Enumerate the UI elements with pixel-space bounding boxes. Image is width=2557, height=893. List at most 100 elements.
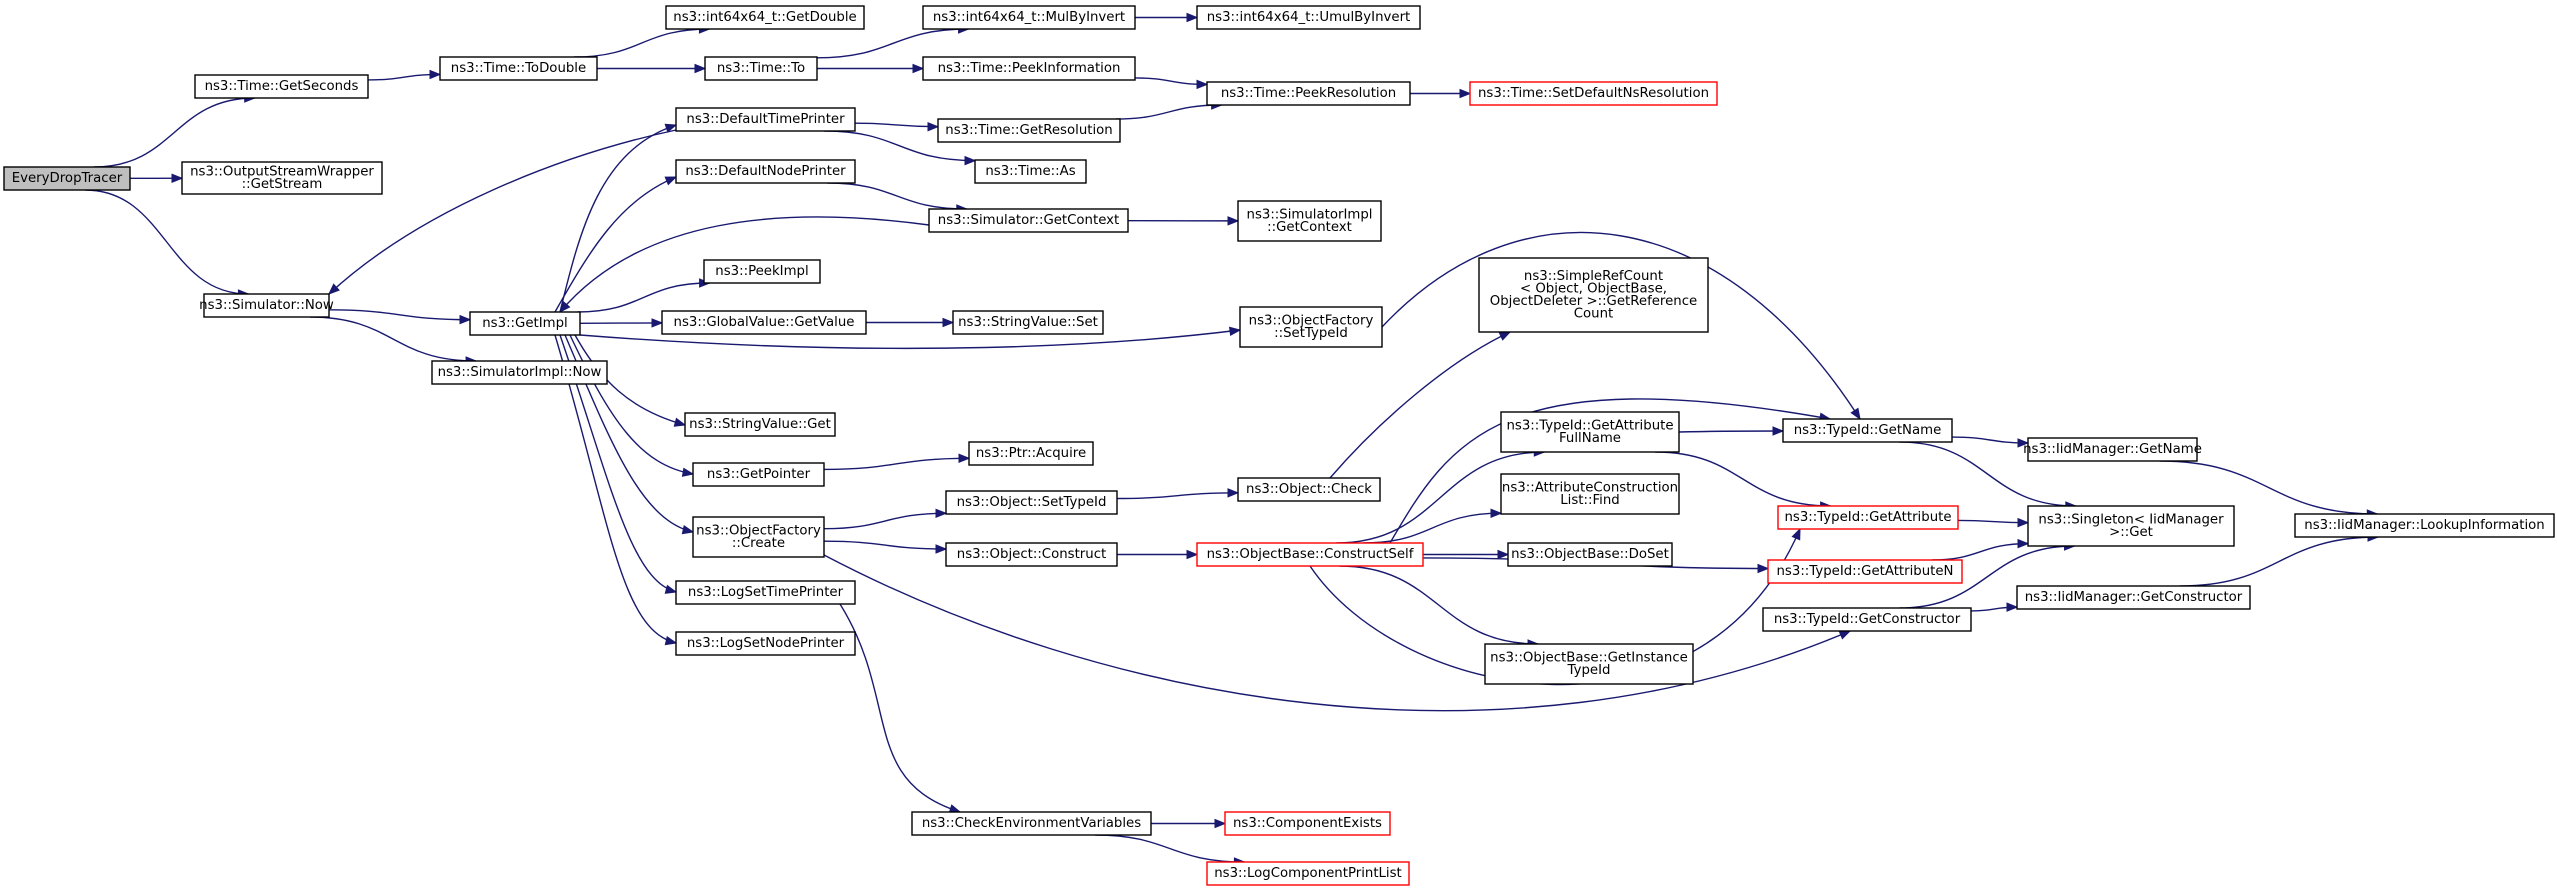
edge-line (1655, 451, 1831, 507)
node-ns3-time-todouble[interactable]: ns3::Time::ToDouble (439, 56, 598, 81)
node-ns3-objectfactory-settypeid[interactable]: ns3::ObjectFactory::SetTypeId (1239, 306, 1383, 348)
call-edge-n4-n5 (574, 24, 711, 58)
node-ns3-time-peekinformation[interactable]: ns3::Time::PeekInformation (922, 56, 1136, 81)
node-ns3-int64x64-t-getdouble[interactable]: ns3::int64x64_t::GetDouble (665, 5, 865, 30)
edge-arrowhead (1791, 527, 1801, 541)
node-ns3-typeid-getconstructor[interactable]: ns3::TypeId::GetConstructor (1762, 607, 1972, 632)
node-box (922, 5, 1136, 30)
call-edge-n30-n28 (823, 508, 948, 530)
node-ns3-simulator-now[interactable]: ns3::Simulator::Now (199, 293, 334, 318)
node-ns3-time-as[interactable]: ns3::Time::As (974, 159, 1087, 184)
node-ns3-ptr-acquire[interactable]: ns3::Ptr::Acquire (968, 441, 1094, 466)
node-box (1196, 5, 1421, 30)
node-ns3-object-settypeid[interactable]: ns3::Object::SetTypeId (945, 490, 1118, 515)
node-ns3-time-getresolution[interactable]: ns3::Time::GetResolution (937, 118, 1121, 143)
node-label: ns3::ComponentExists (1233, 816, 1382, 831)
call-edge-n37-n38 (1957, 517, 2030, 528)
call-edge-n12-n14 (559, 123, 678, 313)
node-ns3-defaulttimeprinter[interactable]: ns3::DefaultTimePrinter (675, 107, 856, 132)
edge-line (827, 182, 967, 210)
node-label: ns3::SimulatorImpl (1247, 207, 1373, 222)
call-edge-n12-n23 (579, 326, 1242, 350)
edge-arrowhead (964, 155, 977, 166)
node-label: ns3::StringValue::Set (958, 315, 1098, 330)
node-label: ns3::TypeId::GetAttributeN (1777, 564, 1954, 579)
node-label: ns3::Time::GetResolution (945, 123, 1112, 138)
node-ns3-outputstreamwrapper-getstream[interactable]: ns3::OutputStreamWrapper::GetStream (181, 161, 383, 195)
node-label: ns3::GetPointer (707, 467, 811, 482)
node-ns3-defaultnodeprinter[interactable]: ns3::DefaultNodePrinter (675, 159, 856, 184)
node-label: ns3::OutputStreamWrapper (190, 164, 374, 179)
node-ns3-iidmanager-getname[interactable]: ns3::IidManager::GetName (2023, 437, 2202, 462)
edge-arrowhead (1214, 818, 1227, 829)
node-ns3-object-check[interactable]: ns3::Object::Check (1237, 477, 1381, 502)
node-label: ::Create (732, 536, 785, 551)
node-ns3-simulator-getcontext[interactable]: ns3::Simulator::GetContext (928, 208, 1129, 233)
node-label: ns3::ObjectFactory (696, 523, 821, 538)
edge-line (93, 97, 255, 168)
node-ns3-typeid-getattributen[interactable]: ns3::TypeId::GetAttributeN (1767, 559, 1963, 584)
node-label: ns3::TypeId::GetAttribute (1784, 510, 1951, 525)
node-ns3-singleton-iidmanager-get[interactable]: ns3::Singleton< IidManager>::Get (2027, 505, 2235, 547)
node-label: ns3::TypeId::GetConstructor (1774, 612, 1961, 627)
node-ns3-simplerefcount-object-objectbase-objectdeleter-getreferencecount[interactable]: ns3::SimpleRefCount< Object, ObjectBase,… (1478, 257, 1709, 333)
node-ns3-checkenvironmentvariables[interactable]: ns3::CheckEnvironmentVariables (911, 811, 1152, 836)
node-ns3-componentexists[interactable]: ns3::ComponentExists (1224, 811, 1391, 836)
call-edge-n14-n3 (328, 129, 677, 295)
node-everydroptracer[interactable]: EveryDropTracer (3, 166, 131, 191)
node-ns3-getpointer[interactable]: ns3::GetPointer (692, 462, 825, 487)
edge-line (577, 282, 710, 313)
node-ns3-object-construct[interactable]: ns3::Object::Construct (945, 542, 1118, 567)
node-label: ns3::StringValue::Get (689, 417, 831, 432)
node-ns3-peekimpl[interactable]: ns3::PeekImpl (703, 259, 821, 284)
node-ns3-getimpl[interactable]: ns3::GetImpl (469, 311, 581, 336)
node-ns3-objectbase-doset[interactable]: ns3::ObjectBase::DoSet (1507, 542, 1673, 567)
node-ns3-objectbase-constructself[interactable]: ns3::ObjectBase::ConstructSelf (1196, 542, 1424, 567)
node-ns3-typeid-getname[interactable]: ns3::TypeId::GetName (1782, 418, 1953, 443)
node-ns3-iidmanager-getconstructor[interactable]: ns3::IidManager::GetConstructor (2016, 585, 2251, 610)
node-label: ns3::int64x64_t::GetDouble (673, 10, 856, 25)
edge-arrowhead (1772, 426, 1785, 436)
edge-line (574, 334, 686, 426)
node-box (675, 631, 856, 656)
node-box (952, 310, 1104, 335)
node-label: ns3::IidManager::GetConstructor (2025, 590, 2243, 605)
node-label: ns3::ObjectBase::GetInstance (1490, 650, 1688, 665)
node-ns3-time-peekresolution[interactable]: ns3::Time::PeekResolution (1206, 81, 1411, 106)
edge-line (2159, 460, 2378, 515)
node-ns3-logcomponentprintlist[interactable]: ns3::LogComponentPrintList (1206, 861, 1410, 886)
node-box (922, 56, 1136, 81)
node-box (675, 580, 856, 605)
node-ns3-globalvalue-getvalue[interactable]: ns3::GlobalValue::GetValue (661, 310, 867, 335)
node-ns3-time-getseconds[interactable]: ns3::Time::GetSeconds (194, 74, 369, 99)
node-ns3-typeid-getattribute[interactable]: ns3::TypeId::GetAttribute (1777, 505, 1959, 530)
node-label: ns3::CheckEnvironmentVariables (922, 816, 1141, 831)
node-ns3-objectfactory-create[interactable]: ns3::ObjectFactory::Create (692, 516, 825, 558)
call-edge-n31-n32 (1116, 549, 1199, 560)
node-box (2016, 585, 2251, 610)
node-ns3-iidmanager-lookupinformation[interactable]: ns3::IidManager::LookupInformation (2294, 513, 2555, 538)
node-ns3-logsettimeprinter[interactable]: ns3::LogSetTimePrinter (675, 580, 856, 605)
edge-line (816, 28, 969, 59)
node-ns3-int64x64-t-umulbyinvert[interactable]: ns3::int64x64_t::UmulByInvert (1196, 5, 1421, 30)
node-ns3-logsetnodeprinter[interactable]: ns3::LogSetNodePrinter (675, 631, 856, 656)
node-ns3-time-setdefaultnsresolution[interactable]: ns3::Time::SetDefaultNsResolution (1469, 81, 1718, 106)
node-ns3-stringvalue-get[interactable]: ns3::StringValue::Get (684, 412, 836, 437)
edge-line (309, 316, 477, 362)
edge-arrowhead (664, 176, 678, 186)
edge-arrowhead (1498, 331, 1512, 341)
edge-line (823, 554, 1851, 712)
node-ns3-simulatorimpl-getcontext[interactable]: ns3::SimulatorImpl::GetContext (1237, 200, 1382, 242)
node-ns3-time-to[interactable]: ns3::Time::To (704, 56, 818, 81)
node-box (1500, 473, 1680, 515)
node-label: ns3::Object::SetTypeId (957, 495, 1107, 510)
node-ns3-simulatorimpl-now[interactable]: ns3::SimulatorImpl::Now (431, 360, 608, 385)
edge-arrowhead (2006, 602, 2019, 612)
node-ns3-stringvalue-set[interactable]: ns3::StringValue::Set (952, 310, 1104, 335)
node-ns3-int64x64-t-mulbyinvert[interactable]: ns3::int64x64_t::MulByInvert (922, 5, 1136, 30)
edge-line (1932, 542, 2029, 561)
